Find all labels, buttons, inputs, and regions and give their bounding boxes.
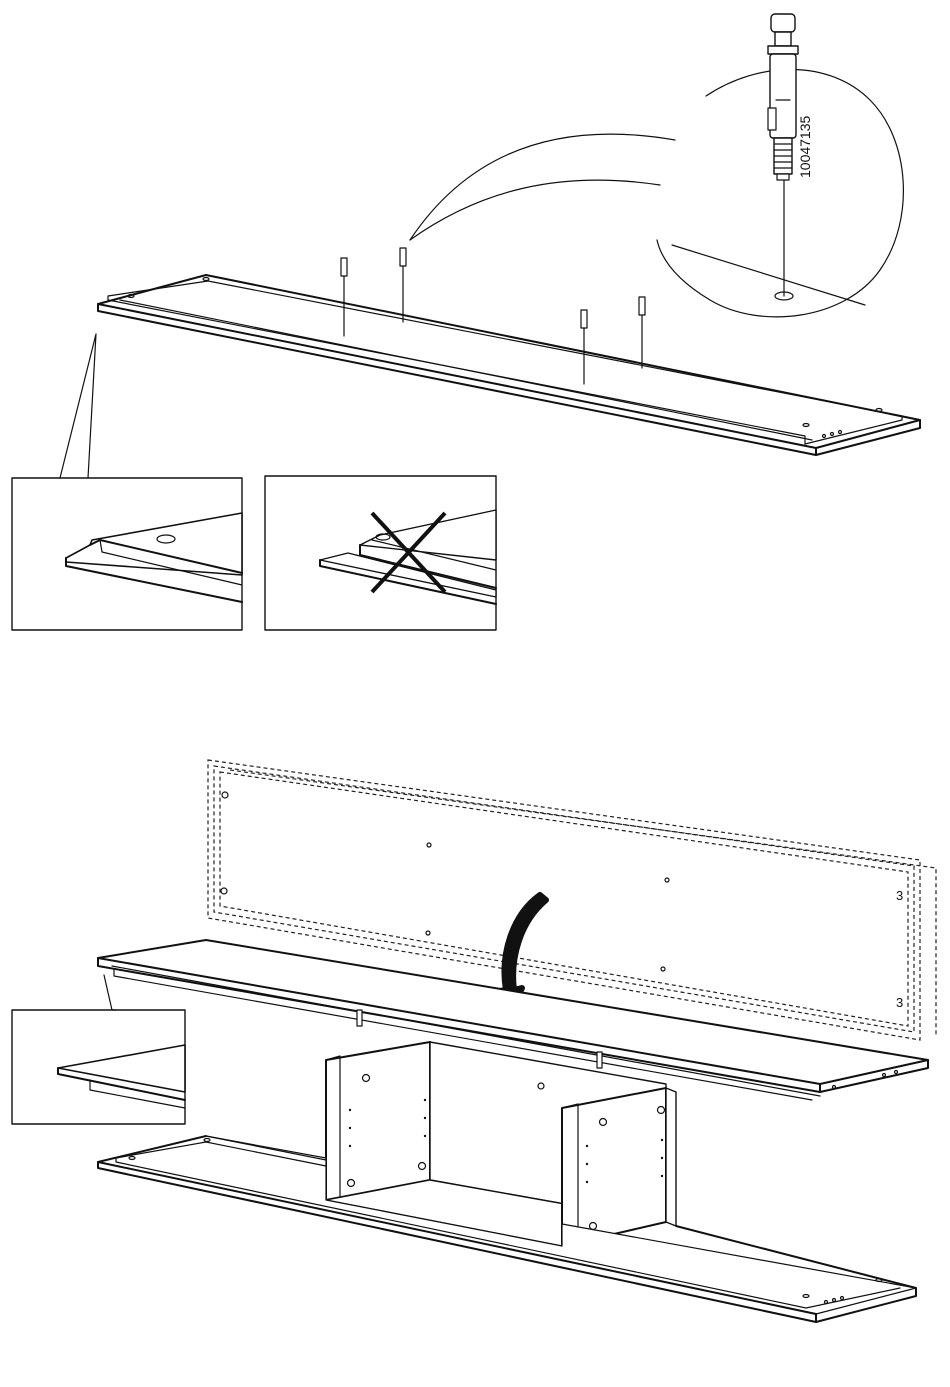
hole-label-lower: 3 <box>896 995 903 1010</box>
top-board <box>98 275 920 455</box>
detail-box-top-panel <box>12 975 185 1124</box>
detail-box-wrong <box>265 476 496 630</box>
connector-pin-icon <box>768 14 798 180</box>
part-number-label: 10047135 <box>797 116 813 178</box>
detail-pointer <box>60 334 96 478</box>
detail-box-correct <box>12 478 242 630</box>
dowel-detail-callout <box>410 14 903 317</box>
back-panel-dashed <box>208 760 936 1040</box>
hole-label-upper: 3 <box>896 888 903 903</box>
